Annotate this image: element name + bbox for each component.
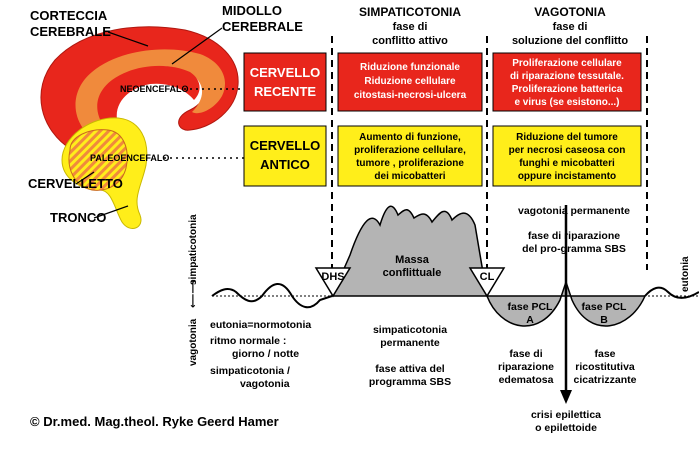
red-right-4: e virus (se esistono...) [514,97,619,108]
conflict-mass-area [330,205,488,297]
bottom-left-3: giorno / notte [232,348,299,360]
eutonia-wave-left [211,283,333,309]
bottom-right-b-3: cicatrizzante [573,374,636,386]
fase-riparazione-1: fase di riparazione [528,230,620,242]
yellow-mid-2: proliferazione cellulare, [354,145,466,156]
brain-inner-band [97,65,200,128]
pointer-midollo [171,27,223,65]
y-axis-up-label: simpaticotonia [188,214,199,285]
y-axis-arrow: ⟵⟶ [188,279,199,308]
cl-marker [468,267,506,298]
copyright: © Dr.med. Mag.theol. Ryke Geerd Hamer [30,414,279,429]
header-simpaticotonia-sub2: conflitto attivo [372,35,448,47]
vagotonia-permanente: vagotonia permanente [518,205,630,217]
red-right-2: di riparazione tessutale. [510,71,624,82]
cl-label: CL [480,271,495,283]
bottom-left-1: eutonia=normotonia [210,319,311,331]
text-antico-1: CERVELLO [250,138,321,153]
pointer-cervelletto [75,171,95,185]
yellow-mid-3: tumore , proliferazione [356,158,464,169]
yellow-mid-4: dei micobatteri [374,171,445,182]
label-paleoencefalo: PALEOENCEFALO [90,153,169,163]
yellow-right-1: Riduzione del tumore [516,132,618,143]
massa-label-2: conflittuale [383,267,442,279]
bottom-mid-1: simpaticotonia [373,324,447,336]
label-corteccia-2: CEREBRALE [30,24,111,39]
bottom-left-2: ritmo normale : [210,335,286,347]
label-corteccia-1: CORTECCIA [30,8,108,23]
label-midollo-2: CEREBRALE [222,19,303,34]
red-right-3: Proliferazione batterica [512,84,623,95]
pointer-tronco [93,205,129,219]
header-vagotonia: VAGOTONIA [534,5,606,19]
text-recente-1: CERVELLO [250,65,321,80]
box-red-mid [337,52,483,112]
box-yellow-right [492,125,642,187]
eutonia-right-label: eutonia [680,256,691,292]
pcl-a-2: A [526,314,534,326]
bottom-right-a-3: edematosa [499,374,554,386]
bottom-left-4: simpaticotonia / [210,365,290,377]
yellow-mid-1: Aumento di funzione, [359,132,461,143]
bottom-right-a-2: riparazione [498,361,554,373]
crisi-label-2: o epilettoide [535,422,597,434]
label-cervelletto: CERVELLETTO [28,176,123,191]
dhs-label: DHS [321,271,344,283]
label-tronco: TRONCO [50,210,106,225]
yellow-right-4: oppure incistamento [518,171,616,182]
red-right-1: Proliferazione cellulare [512,58,622,69]
dhs-marker [314,267,352,298]
brain-cerebellum [68,129,128,191]
red-mid-3: citostasi-necrosi-ulcera [354,90,467,101]
text-recente-2: RECENTE [254,84,316,99]
pcl-b-1: fase PCL [582,301,628,313]
box-red-right [492,52,642,112]
red-mid-2: Riduzione cellulare [364,76,456,87]
header-vagotonia-sub1: fase di [553,21,588,33]
bottom-right-a-1: fase di [509,348,542,360]
bottom-right-b-2: ricostitutiva [575,361,635,373]
bottom-left-5: vagotonia [240,378,290,390]
text-antico-2: ANTICO [260,157,310,172]
pcl-area [485,279,647,327]
y-axis-down-label: vagotonia [188,318,199,366]
red-mid-1: Riduzione funzionale [360,62,460,73]
eutonia-wave-right [644,286,699,299]
fase-riparazione-2: del pro-gramma SBS [522,243,626,255]
yellow-right-2: per necrosi caseosa con [509,145,626,156]
box-cervello-antico [243,125,327,187]
pcl-b-2: B [600,314,608,326]
box-cervello-recente [243,52,327,112]
header-simpaticotonia-sub1: fase di [393,21,428,33]
crisi-label-1: crisi epilettica [531,409,601,421]
bottom-right-b-1: fase [594,348,615,360]
bottom-mid-4: programma SBS [369,376,451,388]
massa-label-1: Massa [395,254,430,266]
label-midollo-1: MIDOLLO [222,3,282,18]
label-neoencefalo: NEOENCEFALO [120,84,189,94]
header-simpaticotonia: SIMPATICOTONIA [359,5,461,19]
pointer-corteccia [107,31,149,47]
pcl-a-1: fase PCL [508,301,554,313]
crisi-arrow-head [560,390,572,404]
yellow-right-3: funghi e micobatteri [519,158,615,169]
box-yellow-mid [337,125,483,187]
bottom-mid-3: fase attiva del [375,363,445,375]
header-vagotonia-sub2: soluzione del conflitto [512,35,628,47]
bottom-mid-2: permanente [380,337,440,349]
brain-illustration [40,26,239,229]
